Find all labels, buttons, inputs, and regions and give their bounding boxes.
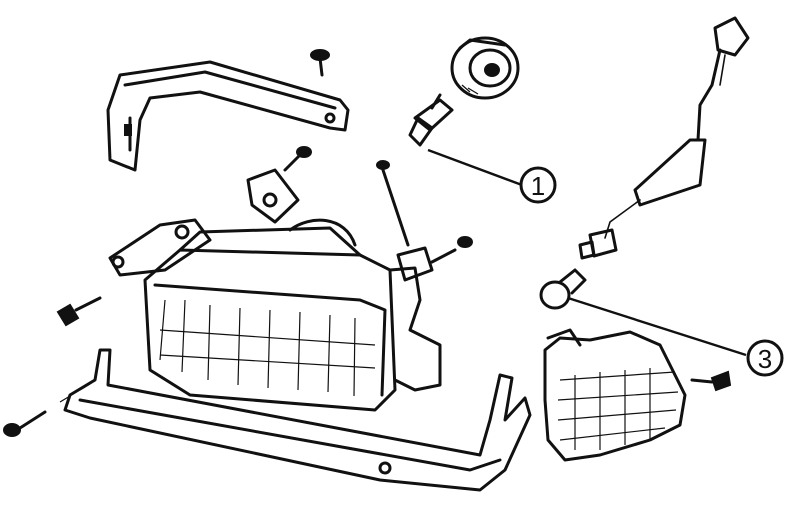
adjuster-plate — [246, 168, 300, 224]
left-bolt — [56, 296, 102, 327]
adjuster-rod — [376, 160, 473, 282]
callout-1-label: 1 — [531, 171, 545, 201]
callout-3-label: 3 — [758, 344, 772, 374]
marker-bulb — [539, 268, 587, 310]
marker-bulb-socket — [578, 228, 618, 260]
wiring-harness — [604, 16, 750, 239]
callout-3: 3 — [746, 339, 784, 377]
trim-screw — [3, 383, 91, 437]
upper-mounting-bracket — [106, 60, 350, 172]
mounting-screw-center — [283, 146, 312, 172]
callout-3-leader — [567, 296, 747, 357]
callout-1: 1 — [519, 166, 557, 204]
marker-screw — [690, 370, 732, 392]
top-screw — [310, 49, 330, 77]
callout-1-leader — [427, 148, 523, 187]
headlamp-bulb — [408, 93, 454, 147]
bulb-socket — [450, 36, 520, 100]
lower-trim-molding — [63, 348, 532, 492]
headlamp-housing — [108, 218, 442, 412]
side-marker-lamp — [543, 328, 687, 462]
